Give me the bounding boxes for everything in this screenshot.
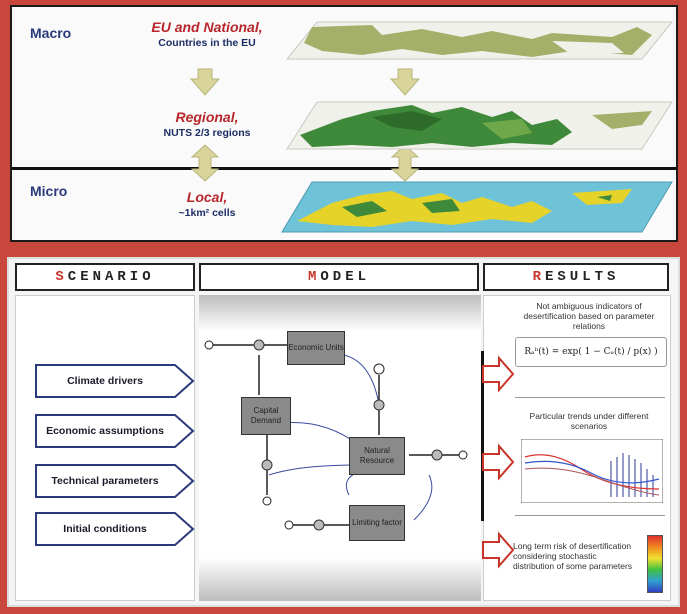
macro-label: Macro — [30, 25, 72, 41]
scenario-input-label: Initial conditions — [63, 523, 147, 535]
scenario-header-initial: S — [55, 269, 68, 285]
arrow-double-right — [390, 144, 420, 182]
scenario-input-label: Climate drivers — [67, 375, 143, 387]
maps-and-arrows — [189, 21, 674, 233]
arrow-down-right-1 — [389, 68, 421, 96]
results-separator-1 — [515, 397, 665, 398]
results-header-rest: ESULTS — [544, 269, 620, 285]
natural-resource-box: Natural Resource — [349, 437, 405, 475]
economic-units-box: Economic Units — [287, 331, 345, 365]
result-trends-text: Particular trends under different scenar… — [529, 411, 649, 431]
trends-chart-icon — [521, 439, 663, 503]
output-arrow-1 — [482, 355, 515, 393]
model-output-line — [481, 351, 484, 521]
scenario-header-rest: CENARIO — [67, 269, 155, 285]
level-eu-title: EU and National, — [151, 19, 263, 35]
scenario-input-economic: Economic assumptions — [35, 414, 195, 448]
capital-demand-box: Capital Demand — [241, 397, 291, 435]
scenario-input-technical: Technical parameters — [35, 464, 195, 498]
level-eu-subtitle: Countries in the EU — [158, 37, 256, 49]
macro-micro-divider — [12, 167, 676, 170]
scenario-column — [15, 295, 195, 601]
output-arrow-3 — [482, 531, 515, 569]
results-header-initial: R — [532, 269, 545, 285]
eu-map-icon — [285, 21, 674, 60]
level-local-title: Local, — [186, 189, 228, 205]
scenario-input-label: Technical parameters — [51, 475, 159, 487]
scenario-input-initial: Initial conditions — [35, 512, 195, 546]
indicator-formula: Rₐᵇ(t) = exp( 1 − Cₐ(t) / p(x) ) — [515, 337, 667, 367]
results-separator-2 — [515, 515, 665, 516]
arrow-double-left — [190, 144, 220, 182]
regional-map-icon — [286, 101, 673, 150]
model-header-initial: M — [307, 269, 321, 285]
level-regional-title: Regional, — [175, 109, 239, 125]
risk-color-scale — [647, 535, 663, 593]
limiting-factor-box: Limiting factor — [349, 505, 405, 541]
level-local-subtitle: ~1km² cells — [178, 207, 236, 219]
spatial-scales-panel: Macro Micro EU and National, Countries i… — [10, 5, 678, 242]
output-arrows — [482, 355, 515, 569]
local-map-icon — [281, 181, 673, 233]
level-regional-subtitle: NUTS 2/3 regions — [163, 127, 251, 139]
scenario-input-label: Economic assumptions — [46, 425, 164, 437]
micro-label: Micro — [30, 183, 68, 199]
arrow-down-left-1 — [189, 68, 221, 96]
result-risk-text: Long term risk of desertification consid… — [513, 541, 633, 571]
output-arrow-2 — [482, 443, 515, 481]
model-header-rest: ODEL — [320, 269, 370, 285]
result-indicators-text: Not ambiguous indicators of desertificat… — [523, 301, 655, 331]
scenario-input-climate: Climate drivers — [35, 364, 195, 398]
